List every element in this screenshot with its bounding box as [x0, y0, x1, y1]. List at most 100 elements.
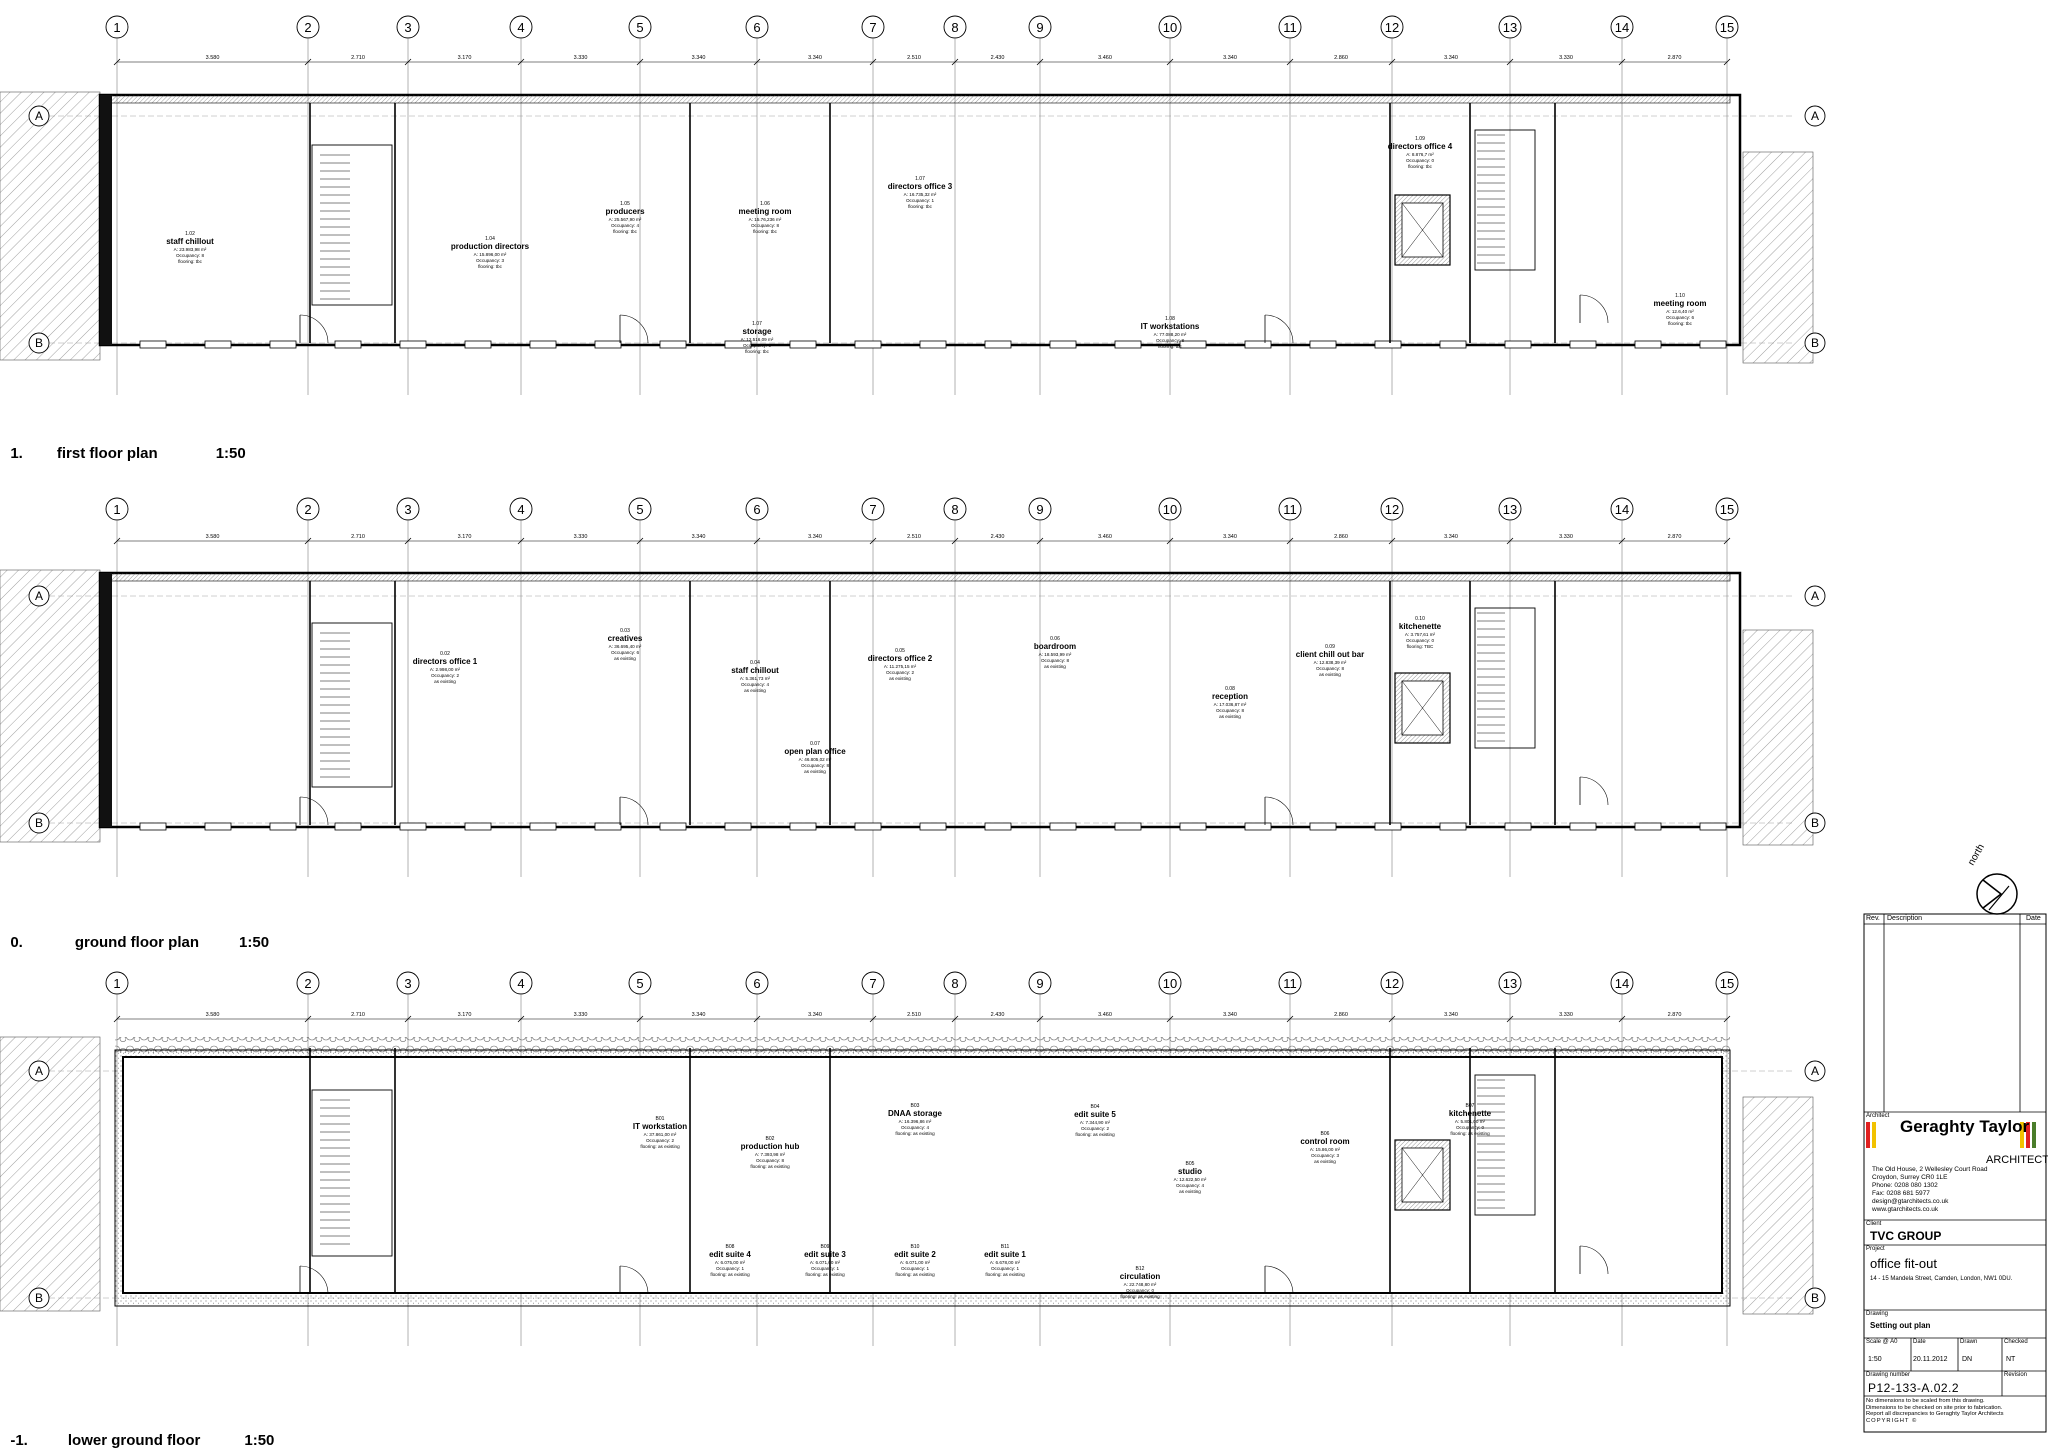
dimension-value: 3.330: [574, 55, 588, 61]
neighbour-hatch: [1742, 629, 1814, 846]
room-name: DNAA storage: [888, 1109, 942, 1118]
room-number: B05: [1186, 1161, 1195, 1167]
window: [1569, 822, 1597, 831]
room-flooring: flooring: as existing: [805, 1272, 845, 1277]
room-number: B04: [1091, 1104, 1100, 1110]
room-name: edit suite 3: [804, 1250, 846, 1259]
room-number: B08: [726, 1244, 735, 1250]
room-area: A: 5.361,73 m²: [740, 676, 771, 681]
client-name: TVC GROUP: [1870, 1229, 1942, 1243]
room-number: B12: [1136, 1266, 1145, 1272]
dimension-tick: [753, 1015, 761, 1023]
dimension-value: 2.430: [991, 534, 1005, 540]
grid-label: 3: [404, 20, 411, 35]
dimension-tick: [1286, 58, 1294, 66]
drawing-title: Setting out plan: [1870, 1321, 1931, 1330]
window: [919, 822, 947, 831]
dimension-tick: [1388, 537, 1396, 545]
grid-label: 7: [869, 20, 876, 35]
room-flooring: flooring: as existing: [985, 1272, 1025, 1277]
grid-bubble: [745, 15, 769, 39]
grid-label: 6: [753, 976, 760, 991]
room-number: 1.09: [1415, 136, 1425, 142]
room-name: directors office 2: [868, 654, 933, 663]
dimension-tick: [636, 58, 644, 66]
grid-bubble: [1380, 971, 1404, 995]
neighbour-hatch: [0, 91, 101, 361]
grid-label: 1: [113, 502, 120, 517]
dimension-value: 3.170: [458, 55, 472, 61]
grid-bubble: [396, 15, 420, 39]
room-number: B06: [1321, 1131, 1330, 1137]
room-name: production directors: [451, 242, 530, 251]
grid-label: 7: [869, 976, 876, 991]
window: [854, 822, 882, 831]
project-label: Project: [1866, 1246, 1885, 1252]
grid-bubble: [296, 971, 320, 995]
external-wall-inner: [109, 572, 1731, 582]
dimension-tick: [517, 1015, 525, 1023]
room-flooring: as existing: [804, 769, 826, 774]
room-number: 1.07: [752, 321, 762, 327]
room-area: A: 22.748,80 m²: [1124, 1282, 1157, 1287]
row-bubble: [1804, 812, 1826, 834]
window: [204, 822, 232, 831]
window: [1114, 822, 1142, 831]
dimension-value: 3.340: [692, 55, 706, 61]
dimension-value: 3.340: [692, 1012, 706, 1018]
project-address: 14 - 15 Mandela Street, Camden, London, …: [1870, 1276, 2013, 1282]
grid-label: 11: [1283, 20, 1297, 35]
window: [1504, 340, 1532, 349]
grid-label: 7: [869, 502, 876, 517]
north-label: north: [1966, 842, 1987, 867]
grid-label: 2: [304, 20, 311, 35]
row-label: B: [1811, 816, 1819, 830]
room-occupancy: Occupancy: 2: [646, 1138, 675, 1143]
dimension-value: 3.170: [458, 1012, 472, 1018]
grid-label: 15: [1720, 976, 1734, 991]
grid-bubble: [745, 497, 769, 521]
drawing-label: Drawing: [1866, 1311, 1889, 1317]
dimension-value: 2.510: [907, 55, 921, 61]
grid-bubble: [1278, 497, 1302, 521]
room-occupancy: Occupancy: 4: [1176, 1183, 1205, 1188]
architect-label: Architect: [1866, 1113, 1890, 1119]
room-occupancy: Occupancy: 8: [1216, 708, 1245, 713]
room-occupancy: Occupancy: 0: [1126, 1288, 1155, 1293]
room-occupancy: Occupancy: 0: [1456, 1125, 1485, 1130]
dimension-tick: [517, 537, 525, 545]
description-header: Description: [1887, 915, 1923, 922]
room-area: A: 8.876,7 m²: [1406, 152, 1434, 157]
grid-bubble: [1158, 15, 1182, 39]
dimension-tick: [1388, 58, 1396, 66]
grid-bubble: [1380, 497, 1404, 521]
window: [1374, 340, 1402, 349]
room-flooring: as existing: [434, 679, 456, 684]
scale-label: Scale @ A0: [1866, 1339, 1898, 1345]
room-area: A: 77.088,20 m²: [1154, 332, 1187, 337]
window: [724, 340, 752, 349]
grid-label: 6: [753, 20, 760, 35]
grid-bubble: [628, 497, 652, 521]
drawing-notes: No dimensions to be scaled from this dra…: [1866, 1398, 2003, 1424]
stair-core: [311, 622, 393, 788]
stair-core: [311, 1089, 393, 1257]
room-occupancy: Occupancy: 8: [801, 763, 830, 768]
room-occupancy: Occupancy: 6: [1666, 315, 1695, 320]
dimension-value: 3.340: [808, 534, 822, 540]
lift-cross: [1401, 680, 1444, 736]
room-occupancy: Occupancy: 1: [716, 1266, 745, 1271]
dimension-value: 2.710: [351, 55, 365, 61]
dimension-value: 3.340: [1223, 55, 1237, 61]
grid-bubble: [1380, 15, 1404, 39]
door-swing: [1579, 294, 1609, 324]
window: [659, 340, 687, 349]
external-wall-inner: [109, 94, 1731, 104]
grid-bubble: [745, 971, 769, 995]
